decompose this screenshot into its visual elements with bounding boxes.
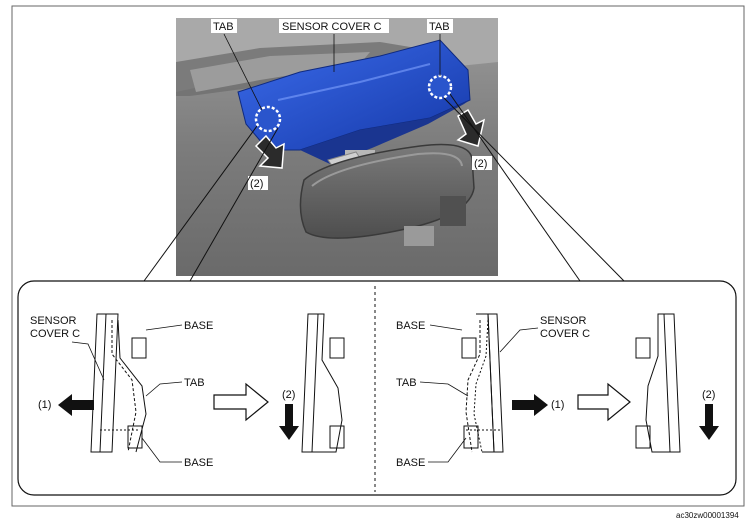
left-step1-arrow (58, 394, 94, 416)
photo-label-tab-left: TAB (213, 21, 234, 33)
right-transition-arrow (577, 382, 631, 422)
zoom-ray (189, 127, 279, 282)
left-label-tab: TAB (184, 377, 205, 389)
right-label-step2: (2) (702, 389, 715, 401)
right-label-tab: TAB (396, 377, 417, 389)
photo-label-sensor-cover: SENSOR COVER C (282, 21, 382, 33)
detail-panel (17, 280, 737, 496)
left-after-cross-section (301, 313, 345, 453)
left-label-step2: (2) (282, 389, 295, 401)
right-label-base-top: BASE (396, 320, 425, 332)
right-label-sensor-cover-2: COVER C (540, 328, 590, 340)
left-step2-arrow (279, 404, 299, 440)
vehicle-photo (176, 18, 498, 276)
right-label-step1: (1) (551, 399, 564, 411)
left-label-sensor-cover-1: SENSOR (30, 315, 77, 327)
tab-circle-left (254, 105, 282, 133)
right-after-cross-section (635, 313, 681, 453)
right-label-sensor-cover-1: SENSOR (540, 315, 587, 327)
left-label-base-top: BASE (184, 320, 213, 332)
photo-arrow-left (254, 134, 285, 169)
left-label-sensor-cover-2: COVER C (30, 328, 80, 340)
right-step2-arrow (699, 404, 719, 440)
zoom-ray (143, 125, 258, 282)
left-label-base-bottom: BASE (184, 457, 213, 469)
photo-label-step-right: (2) (474, 158, 487, 170)
photo-label-step-left: (2) (250, 178, 263, 190)
right-before-cross-section (461, 313, 504, 453)
left-label-step1: (1) (38, 399, 51, 411)
image-code: ac30zw00001394 (676, 511, 739, 520)
left-transition-arrow (213, 382, 269, 422)
tab-circle-right (427, 74, 453, 100)
zoom-ray (443, 97, 625, 282)
right-step1-arrow (512, 394, 548, 416)
zoom-ray (449, 93, 581, 282)
photo-label-tab-right: TAB (429, 21, 450, 33)
right-label-base-bottom: BASE (396, 457, 425, 469)
